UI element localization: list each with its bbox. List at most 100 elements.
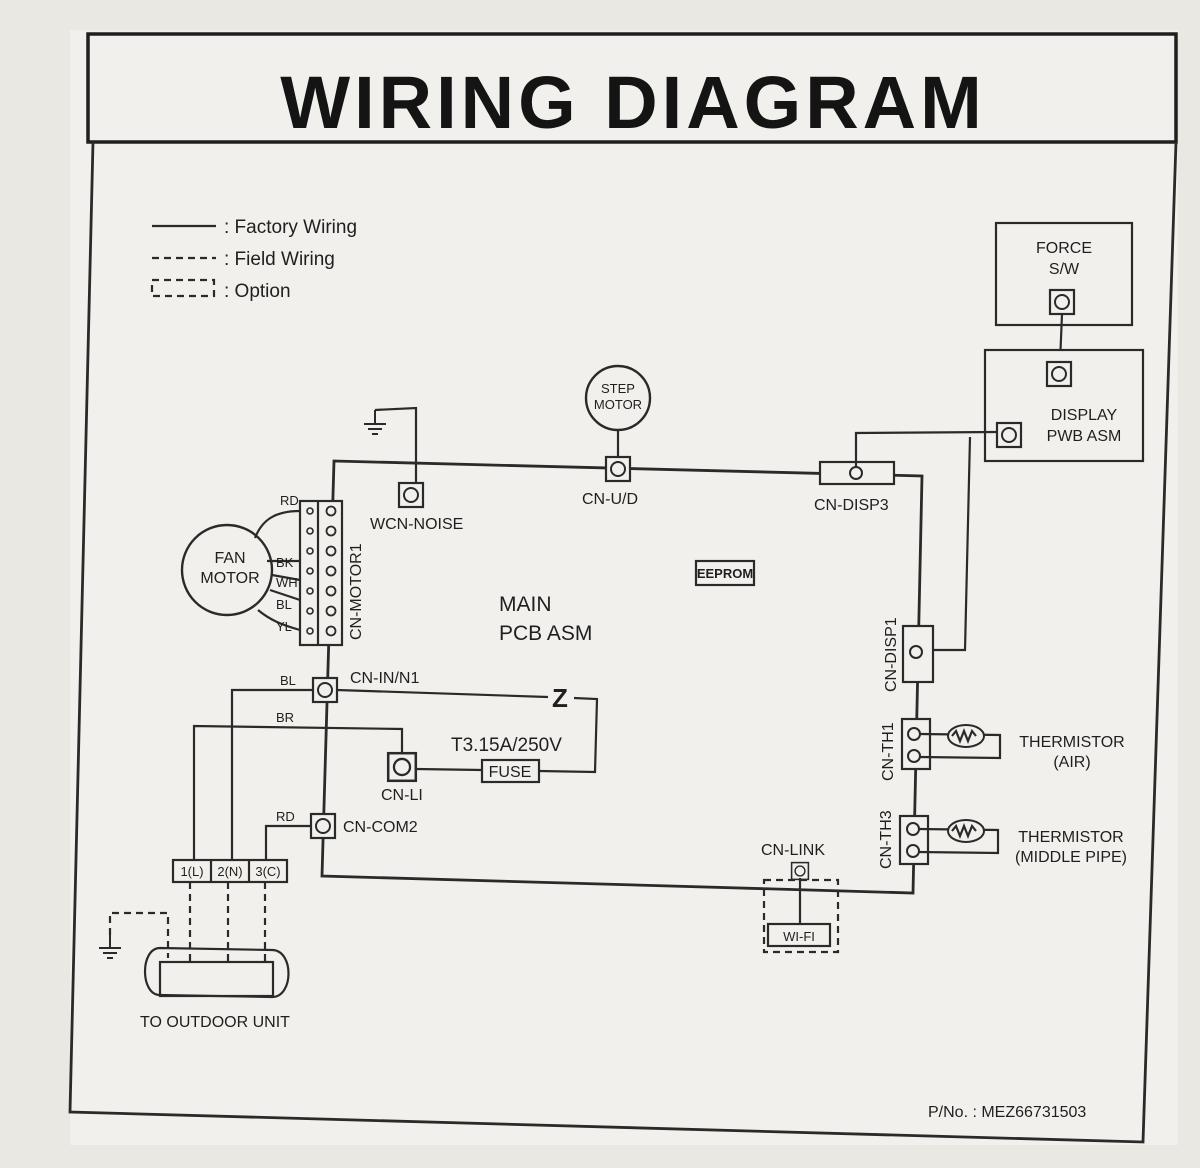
thermistor-pipe-zigzag xyxy=(951,823,977,839)
com2-wire-color: RD xyxy=(276,809,295,824)
diagram-frame xyxy=(68,141,1178,1144)
cn-motor1-pin xyxy=(325,545,337,557)
cn-motor1-pins xyxy=(306,505,337,637)
wifi-option-frame xyxy=(762,878,840,954)
motor-wire-color-wh: WH xyxy=(276,575,298,590)
cn-motor1-pin xyxy=(325,625,337,637)
field-ground-wire xyxy=(108,911,170,958)
cn-com2-connector xyxy=(309,812,337,840)
cn-motor1-label: CN-MOTOR1 xyxy=(348,543,365,640)
display-pwb-connector-side xyxy=(995,421,1023,449)
main-pcb-label-1: MAIN xyxy=(499,593,552,616)
li-to-fuse-wire xyxy=(415,767,483,772)
thermistor-air-zigzag xyxy=(951,728,977,744)
legend-factory-label: : Factory Wiring xyxy=(224,217,357,238)
main-pcb-outline xyxy=(320,459,924,895)
eeprom-label: EEPROM xyxy=(697,566,753,581)
cn-motor1-pin xyxy=(325,585,337,597)
motor-wire-color-bl: BL xyxy=(276,597,292,612)
legend-field-label: : Field Wiring xyxy=(224,249,335,270)
filter-to-fuse-wire xyxy=(538,696,599,774)
display-pwb-label-1: DISPLAY xyxy=(1051,407,1118,424)
cn-motor1-socket xyxy=(306,627,314,635)
thermistor-pipe-label-1: THERMISTOR xyxy=(1018,829,1123,846)
in-n1-to-filter-wire xyxy=(336,688,549,699)
outdoor-unit-terminal xyxy=(158,960,275,998)
fan-motor-wire xyxy=(271,573,301,582)
in-n1-wire xyxy=(230,688,313,862)
cn-th1-pin-2 xyxy=(907,749,921,763)
wcn-noise-connector xyxy=(397,481,425,509)
part-number: P/No. : MEZ66731503 xyxy=(928,1104,1086,1121)
force-switch-label-1: FORCE xyxy=(1036,240,1092,257)
wifi-label: WI-FI xyxy=(783,929,815,944)
terminal-2: 2(N) xyxy=(217,864,242,879)
fan-motor-label-2: MOTOR xyxy=(200,570,259,587)
motor-wire-color-bk: BK xyxy=(276,555,294,570)
cn-ud-connector xyxy=(604,455,632,483)
eeprom-chip xyxy=(694,559,756,587)
cn-motor1-socket xyxy=(306,527,314,535)
cn-in-n1-label: CN-IN/N1 xyxy=(350,670,419,687)
cn-li-label: CN-LI xyxy=(381,787,423,804)
main-pcb-label-2: PCB ASM xyxy=(499,622,592,645)
cn-motor1-pin xyxy=(325,525,337,537)
terminal-3: 3(C) xyxy=(255,864,280,879)
force-switch-label-2: S/W xyxy=(1049,261,1080,278)
cn-disp1-connector xyxy=(901,624,935,684)
cn-motor1-socket xyxy=(306,567,314,575)
ground-wire xyxy=(374,406,418,486)
fan-motor-wire xyxy=(253,509,301,539)
li-wire-color: BR xyxy=(276,710,294,725)
disp3-wire xyxy=(854,430,998,467)
wifi-module xyxy=(766,922,832,948)
fuse-label: FUSE xyxy=(489,764,532,781)
fan-motor-wire xyxy=(269,588,301,602)
legend-option-label: : Option xyxy=(224,281,291,302)
wcn-noise-label: WCN-NOISE xyxy=(370,516,463,533)
fuse xyxy=(480,758,541,784)
thermistor-pipe-label-2: (MIDDLE PIPE) xyxy=(1015,849,1127,866)
com2-wire xyxy=(264,824,311,862)
legend: : Factory Wiring : Field Wiring : Option xyxy=(150,217,357,302)
fan-motor-wire xyxy=(257,609,301,632)
li-wire xyxy=(192,724,404,862)
thermistor-air-label-2: (AIR) xyxy=(1053,754,1090,771)
step-motor-label-2: MOTOR xyxy=(594,397,642,412)
cn-motor1-socket xyxy=(306,607,314,615)
motor-wire-color-yl: YL xyxy=(276,619,292,634)
cn-disp1-label: CN-DISP1 xyxy=(883,617,900,692)
motor-wire-color-rd: RD xyxy=(280,493,299,508)
display-pwb-connector-top xyxy=(1045,360,1073,388)
cn-com2-label: CN-COM2 xyxy=(343,819,418,836)
cn-motor1-socket xyxy=(306,507,314,515)
cn-in-n1-connector xyxy=(311,676,339,704)
fan-motor xyxy=(180,523,274,617)
outer-frame xyxy=(86,32,1178,144)
cn-link-connector xyxy=(790,861,810,881)
cn-motor1-pin xyxy=(325,505,337,517)
in-n1-wire-color: BL xyxy=(280,673,296,688)
cn-th1-label: CN-TH1 xyxy=(880,722,897,781)
legend-option-box xyxy=(150,278,216,298)
noise-filter-z: Z xyxy=(552,683,568,713)
page-title: WIRING DIAGRAM xyxy=(280,61,986,144)
force-switch-connector xyxy=(1048,288,1076,316)
cn-disp1-pin xyxy=(909,645,923,659)
cn-link-label: CN-LINK xyxy=(761,842,825,859)
cn-ud-label: CN-U/D xyxy=(582,491,638,508)
cn-motor1-socket xyxy=(306,547,314,555)
step-motor-label-1: STEP xyxy=(601,381,635,396)
fan-motor-wires xyxy=(253,509,301,632)
terminal-block xyxy=(171,858,289,884)
cn-disp3-label: CN-DISP3 xyxy=(814,497,889,514)
disp1-wire xyxy=(925,436,972,652)
cn-motor1-pin xyxy=(325,565,337,577)
fuse-rating: T3.15A/250V xyxy=(451,735,562,756)
cn-li-connector xyxy=(386,751,418,783)
terminal-1: 1(L) xyxy=(180,864,203,879)
thermistor-air-label-1: THERMISTOR xyxy=(1019,734,1124,751)
outdoor-unit-label: TO OUTDOOR UNIT xyxy=(140,1014,290,1031)
cn-th3-pin-2 xyxy=(906,844,920,858)
